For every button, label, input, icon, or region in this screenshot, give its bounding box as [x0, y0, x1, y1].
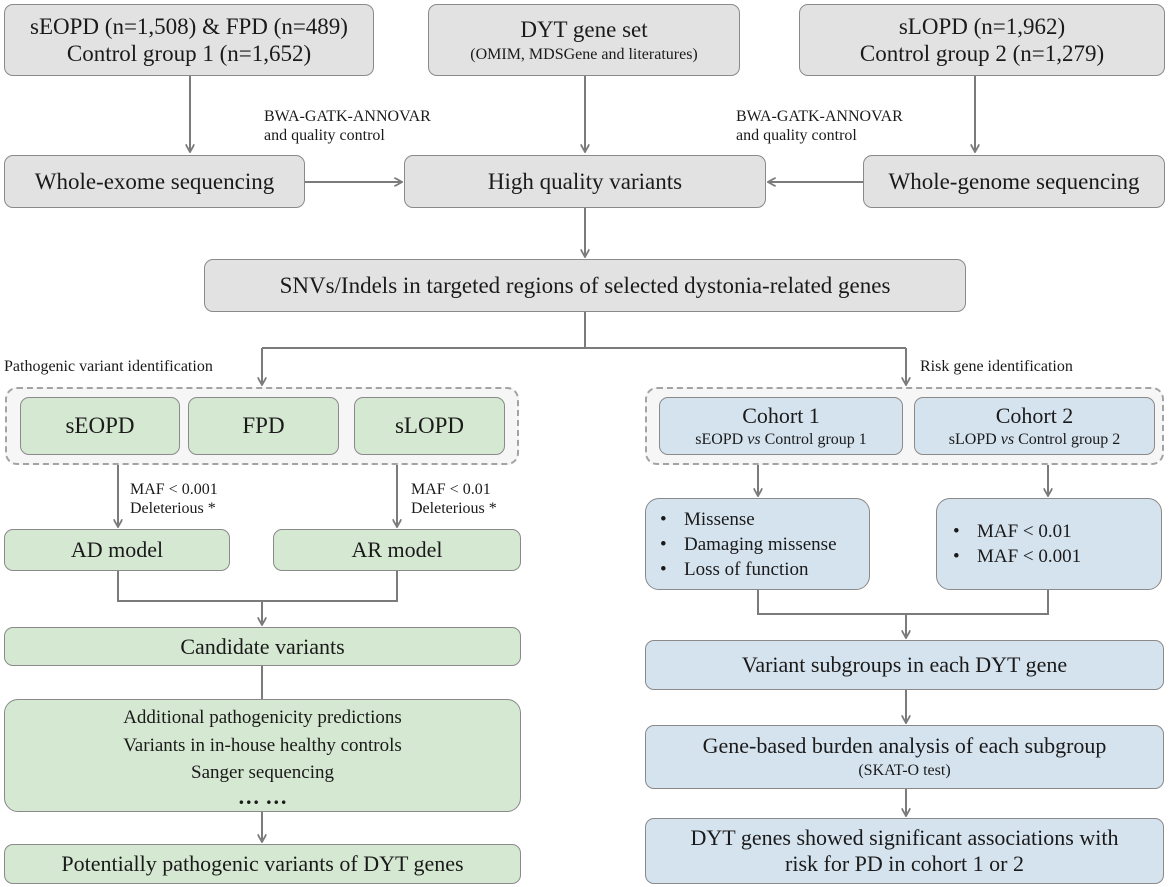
pathogenic-final-box: Potentially pathogenic variants of DYT g… [4, 844, 521, 884]
group-label-slopd: sLOPD [394, 413, 464, 439]
group-box-fpd: FPD [188, 397, 339, 455]
cohort-2-vs: vs [1000, 430, 1015, 448]
pipeline-label-left: BWA-GATK-ANNOVAR and quality control [264, 108, 431, 146]
maf-threshold-2: MAF < 0.001 [951, 544, 1081, 569]
additional-item-1: Additional pathogenicity predictions [123, 706, 402, 728]
pipeline-right-line2: and quality control [736, 126, 857, 144]
burden-analysis-test: (SKAT-O test) [858, 762, 951, 780]
top-left-line1: sEOPD (n=1,508) & FPD (n=489) [30, 13, 348, 39]
top-left-box: sEOPD (n=1,508) & FPD (n=489) Control gr… [4, 4, 374, 76]
snv-box: SNVs/Indels in targeted regions of selec… [204, 259, 966, 312]
risk-final-line1: DYT genes showed significant association… [690, 825, 1119, 851]
cohort-1-title: Cohort 1 [742, 402, 820, 428]
cohort-2-box: Cohort 2 sLOPD vs Control group 2 [914, 397, 1155, 455]
maf-threshold-1: MAF < 0.01 [951, 519, 1081, 544]
filter-ad-line2: Deleterious * [130, 499, 216, 517]
risk-final-line2: risk for PD in cohort 1 or 2 [785, 851, 1024, 876]
dyt-gene-set-sources: (OMIM, MDSGene and literatures) [470, 45, 698, 63]
pipeline-right-line1: BWA-GATK-ANNOVAR [736, 108, 903, 125]
additional-item-2: Variants in in-house healthy controls [123, 734, 402, 756]
pathogenic-final-label: Potentially pathogenic variants of DYT g… [61, 851, 464, 877]
filter-label-ar: MAF < 0.01 Deleterious * [411, 481, 497, 519]
filter-label-ad: MAF < 0.001 Deleterious * [130, 481, 218, 519]
ar-model-label: AR model [351, 537, 443, 563]
branch-label-pathogenic: Pathogenic variant identification [4, 358, 213, 375]
wgs-box: Whole-genome sequencing [863, 155, 1165, 208]
hqv-label: High quality variants [487, 168, 683, 194]
group-label-seopd: sEOPD [65, 413, 135, 439]
candidate-variants-box: Candidate variants [4, 627, 521, 666]
additional-item-4: … … [237, 783, 288, 809]
candidate-variants-label: Candidate variants [180, 633, 345, 659]
additional-item-3: Sanger sequencing [191, 761, 334, 783]
cohort-1-comparison: sEOPD vs Control group 1 [695, 431, 867, 450]
pipeline-label-right: BWA-GATK-ANNOVAR and quality control [736, 108, 903, 146]
variant-type-missense: Missense [658, 507, 837, 532]
ad-model-box: AD model [4, 529, 230, 571]
top-left-line2: Control group 1 (n=1,652) [66, 41, 312, 66]
hqv-box: High quality variants [404, 155, 766, 208]
line-models-merge [117, 571, 398, 602]
cohort-1-vs: vs [747, 430, 761, 448]
cohort-2-title: Cohort 2 [995, 402, 1074, 428]
ar-model-box: AR model [273, 529, 521, 571]
variant-types-list: Missense Damaging missense Loss of funct… [658, 507, 837, 582]
group-box-slopd: sLOPD [354, 397, 505, 455]
filter-ad-line1: MAF < 0.001 [130, 481, 218, 498]
dyt-gene-set-box: DYT gene set (OMIM, MDSGene and literatu… [428, 4, 740, 76]
additional-checks-box: Additional pathogenicity predictions Var… [4, 699, 521, 812]
group-label-fpd: FPD [242, 413, 285, 439]
variant-subgroups-label: Variant subgroups in each DYT gene [741, 652, 1068, 678]
cohort-2-post: Control group 2 [1014, 430, 1121, 448]
group-box-seopd: sEOPD [20, 397, 180, 455]
top-right-box: sLOPD (n=1,962) Control group 2 (n=1,279… [799, 4, 1165, 76]
maf-thresholds-list: MAF < 0.01 MAF < 0.001 [951, 519, 1081, 569]
filter-ar-line1: MAF < 0.01 [411, 481, 491, 498]
maf-thresholds-box: MAF < 0.01 MAF < 0.001 [936, 498, 1162, 590]
filter-ar-line2: Deleterious * [411, 499, 497, 517]
variant-subgroups-box: Variant subgroups in each DYT gene [645, 640, 1164, 690]
wgs-label: Whole-genome sequencing [888, 168, 1140, 194]
snv-label: SNVs/Indels in targeted regions of selec… [279, 272, 891, 298]
variant-types-box: Missense Damaging missense Loss of funct… [645, 498, 870, 590]
burden-analysis-title: Gene-based burden analysis of each subgr… [702, 733, 1107, 759]
ad-model-label: AD model [70, 537, 164, 563]
cohort-1-post: Control group 1 [760, 430, 867, 448]
variant-type-loss-of-function: Loss of function [658, 557, 837, 582]
pipeline-left-line2: and quality control [264, 126, 385, 144]
cohort-2-pre: sLOPD [948, 430, 1001, 448]
top-right-line2: Control group 2 (n=1,279) [859, 41, 1105, 66]
cohort-1-pre: sEOPD [695, 430, 748, 448]
line-risk-merge [757, 590, 1049, 615]
wes-label: Whole-exome sequencing [34, 168, 275, 194]
burden-analysis-box: Gene-based burden analysis of each subgr… [645, 725, 1164, 789]
risk-final-box: DYT genes showed significant association… [645, 818, 1164, 884]
cohort-1-box: Cohort 1 sEOPD vs Control group 1 [659, 397, 903, 455]
variant-type-damaging-missense: Damaging missense [658, 532, 837, 557]
cohort-2-comparison: sLOPD vs Control group 2 [949, 431, 1121, 450]
pipeline-left-line1: BWA-GATK-ANNOVAR [264, 108, 431, 125]
wes-box: Whole-exome sequencing [4, 155, 305, 208]
dyt-gene-set-title: DYT gene set [520, 16, 648, 42]
branch-label-risk: Risk gene identification [920, 358, 1073, 375]
top-right-line1: sLOPD (n=1,962) [898, 13, 1066, 39]
